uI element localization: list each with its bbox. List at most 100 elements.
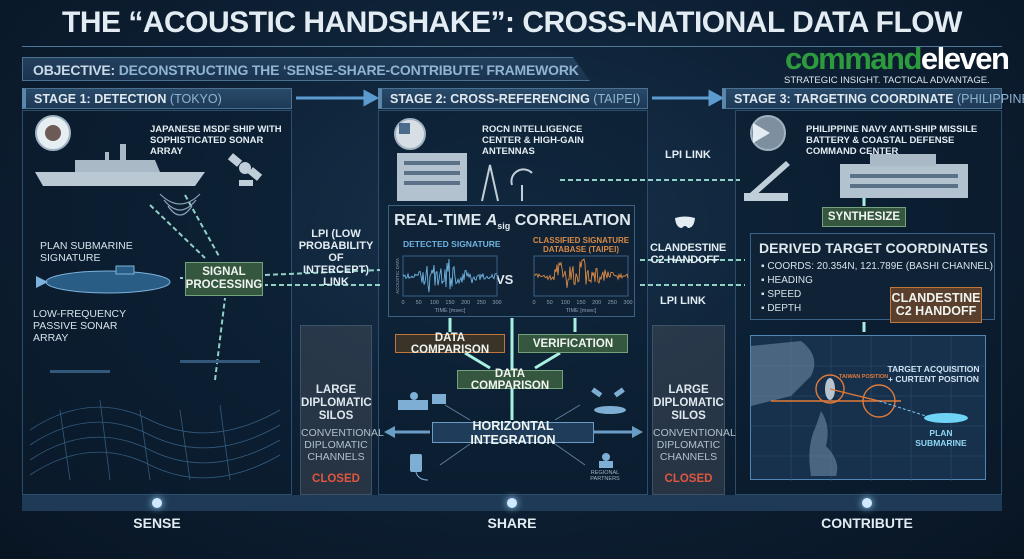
detected-signature-title: DETECTED SIGNATURE — [403, 239, 501, 249]
footer-sense: SENSE — [133, 515, 181, 531]
derived-item: ▪ SPEED — [761, 289, 802, 300]
silo-subtitle: CONVENTIONAL DIPLOMATIC CHANNELS — [301, 427, 384, 463]
rocn-center-label: ROCN INTELLIGENCE CENTER & HIGH-GAIN ANT… — [482, 124, 584, 157]
waveform-frame — [402, 255, 498, 297]
data-comparison-box-1: DATA COMPARISON — [395, 332, 505, 356]
timeline-dot-share — [507, 498, 517, 508]
stage3-header: STAGE 3: TARGETING COORDINATE (PHILIPPIN… — [722, 88, 1024, 109]
logo-part1: command — [785, 41, 922, 76]
silo-status: CLOSED — [312, 473, 360, 485]
target-acquisition-label: TARGET ACQUISITION + CURTENT POSITION — [887, 364, 980, 384]
regional-partners-icon — [599, 453, 613, 468]
submarine-label: PLAN SUBMARINE SIGNATURE — [40, 240, 133, 264]
mask-icon — [675, 216, 695, 228]
vs-label: VS — [496, 272, 514, 287]
verification-box: VERIFICATION — [518, 334, 628, 353]
regional-partners-label: REGIONAL PARTNERS — [590, 470, 620, 482]
x-tick-label: 150 — [445, 300, 454, 306]
stage1-header: STAGE 1: DETECTION (TOKYO) — [22, 88, 292, 109]
lpi-link-top-label: LPI LINK — [665, 149, 711, 161]
clandestine-handoff-label: CLANDESTINE C2 HANDOFF — [650, 242, 727, 266]
command-center-icon — [840, 154, 968, 198]
x-tick-label: 250 — [608, 300, 617, 306]
diplomatic-silo-2: LARGE DIPLOMATIC SILOS CONVENTIONAL DIPL… — [652, 325, 736, 495]
taiwan-flag-icon — [394, 118, 426, 150]
objective-banner: OBJECTIVE: DECONSTRUCTING THE ‘SENSE-SHA… — [22, 57, 590, 81]
page-title: THE “ACOUSTIC HANDSHAKE”: CROSS-NATIONAL… — [62, 6, 962, 39]
x-axis-label: TIME [msec] — [566, 308, 597, 314]
waveform-line — [533, 258, 629, 288]
lpi-link-bottom-label: LPI LINK — [660, 295, 706, 307]
silo-title: LARGE DIPLOMATIC SILOS — [653, 384, 724, 422]
x-tick-label: 250 — [477, 300, 486, 306]
arrow-head-icon — [708, 89, 725, 107]
map-graphic — [751, 336, 987, 481]
diplomatic-silo-1: LARGE DIPLOMATIC SILOS CONVENTIONAL DIPL… — [300, 325, 384, 495]
sonar-mesh-graphic — [29, 360, 281, 481]
objective-text: DECONSTRUCTING THE ‘SENSE-SHARE-CONTRIBU… — [118, 62, 579, 78]
x-tick-label: 300 — [623, 300, 632, 306]
radio-device-icon — [410, 454, 429, 481]
waveform-line — [402, 258, 498, 293]
intelligence-center-icon — [397, 153, 533, 202]
x-tick-label: 200 — [592, 300, 601, 306]
x-tick-label: 0 — [401, 300, 404, 306]
x-tick-label: 300 — [492, 300, 501, 306]
ship-label: JAPANESE MSDF SHIP WITH SOPHISTICATED SO… — [150, 124, 282, 157]
tactical-map: TAIWAN POSITION TARGET ACQUISITION + CUR… — [750, 335, 987, 481]
data-comparison-box-2: DATA COMPARISON — [457, 368, 563, 392]
divider — [22, 46, 1002, 47]
satellite-icon — [227, 153, 263, 186]
horizontal-integration-box: HORIZONTAL INTEGRATION — [432, 419, 594, 447]
philippines-flag-icon — [750, 115, 786, 151]
x-tick-label: 150 — [576, 300, 585, 306]
silo-status: CLOSED — [664, 473, 713, 485]
derived-item: ▪ DEPTH — [761, 303, 802, 314]
arrow-head-icon — [363, 89, 380, 107]
derived-item: ▪ HEADING — [761, 275, 813, 286]
silo-subtitle: CONVENTIONAL DIPLOMATIC CHANNELS — [653, 427, 736, 463]
satellites-submarine-icon — [591, 387, 626, 414]
command-post-icon — [398, 392, 446, 410]
sonar-array-label: LOW-FREQUENCY PASSIVE SONAR ARRAY — [33, 308, 126, 344]
missile-launcher-icon — [744, 161, 790, 201]
lpi-link-label: LPI (LOW PROBABILITY OF INTERCEPT) LINK — [298, 228, 374, 288]
correlation-title: REAL-TIME Asig CORRELATION — [394, 212, 631, 232]
logo-tagline: STRATEGIC INSIGHT. TACTICAL ADVANTAGE. — [784, 75, 990, 86]
synthesize-box: SYNTHESIZE — [822, 207, 906, 227]
philippine-navy-label: PHILIPPINE NAVY ANTI-SHIP MISSILE BATTER… — [806, 124, 978, 157]
timeline-dot-contribute — [862, 498, 872, 508]
waveform-frame — [533, 255, 629, 297]
database-signature-title: CLASSIFIED SIGNATURE DATABASE (TAIPEI) — [532, 236, 630, 254]
x-tick-label: 0 — [532, 300, 535, 306]
correlation-panel: REAL-TIME Asig CORRELATION DETECTED SIGN… — [388, 205, 635, 317]
objective-label: OBJECTIVE: — [33, 62, 116, 78]
x-tick-label: 50 — [416, 300, 422, 306]
derived-title: DERIVED TARGET COORDINATES — [759, 240, 988, 256]
logo: commandeleven — [785, 41, 1010, 76]
y-axis-label: ACOUSTIC DATA — [395, 258, 400, 294]
x-tick-label: 50 — [547, 300, 553, 306]
footer-share: SHARE — [487, 515, 537, 531]
signal-processing-box: SIGNAL PROCESSING — [185, 262, 263, 296]
submarine-icon — [36, 265, 171, 294]
derived-list: ▪ COORDS: 20.354N, 121.789E (BASHI CHANN… — [761, 260, 993, 316]
silo-title: LARGE DIPLOMATIC SILOS — [301, 384, 372, 422]
x-tick-label: 100 — [430, 300, 439, 306]
logo-part2: eleven — [920, 41, 1010, 76]
ship-icon — [35, 144, 205, 186]
x-tick-label: 200 — [461, 300, 470, 306]
taiwan-position-label: TAIWAN POSITION — [839, 374, 889, 380]
sonar-waves-icon — [159, 193, 201, 216]
plan-submarine-map-label: PLAN SUBMARINE — [915, 428, 967, 448]
c2-handoff-box: CLANDESTINE C2 HANDOFF — [890, 287, 982, 323]
stage2-header: STAGE 2: CROSS-REFERENCING (TAIPEI) — [378, 88, 648, 109]
footer-contribute: CONTRIBUTE — [821, 515, 913, 531]
x-tick-label: 100 — [561, 300, 570, 306]
derived-item: ▪ COORDS: 20.354N, 121.789E (BASHI CHANN… — [761, 261, 993, 272]
timeline-dot-sense — [152, 498, 162, 508]
x-axis-label: TIME [msec] — [435, 308, 466, 314]
japan-flag-icon — [35, 115, 71, 151]
